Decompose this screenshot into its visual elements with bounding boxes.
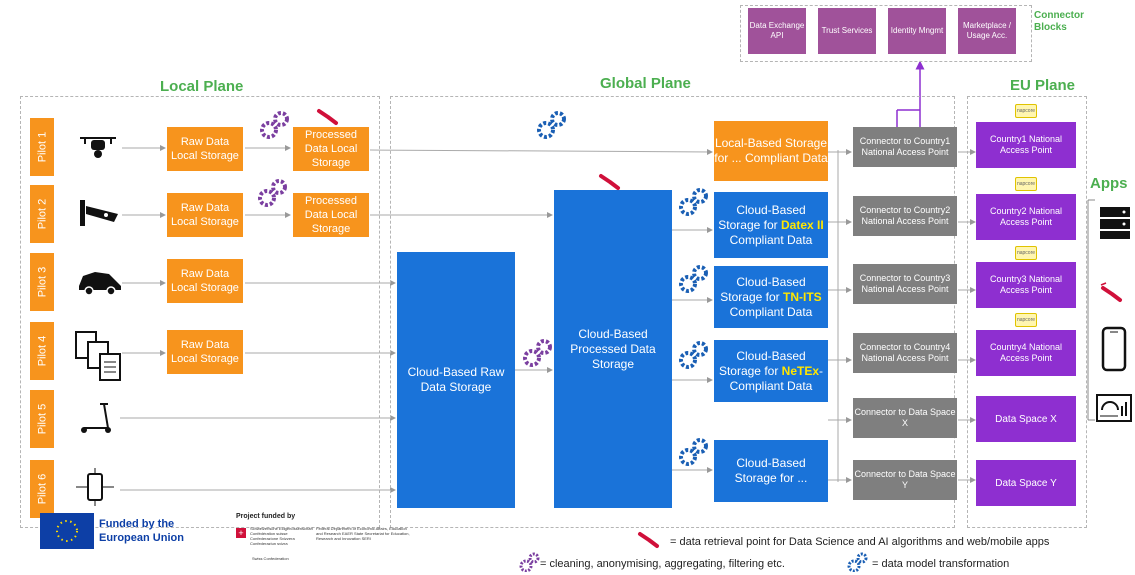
data-retrieval-icon <box>317 109 338 125</box>
connector-block-trust-services: Trust Services <box>818 8 876 54</box>
raw-data-local-storage-2: Raw Data Local Storage <box>167 193 243 237</box>
pilot-3-label: Pilot 3 <box>30 253 54 311</box>
drone-icon <box>80 137 116 158</box>
cloud-raw-data-storage: Cloud-Based Raw Data Storage <box>397 252 515 508</box>
pilot-1-label: Pilot 1 <box>30 118 54 176</box>
napcore-logo-2: napcore <box>1015 177 1037 191</box>
car-icon <box>79 272 121 296</box>
data-space-y: Data Space Y <box>976 460 1076 506</box>
country2-nap: Country2 National Access Point <box>976 194 1076 240</box>
pilot-4-label: Pilot 4 <box>30 322 54 380</box>
transform-gear-icon <box>537 111 566 139</box>
connector-country3: Connector to Country3 National Access Po… <box>853 264 957 304</box>
napcore-logo-4: napcore <box>1015 313 1037 327</box>
connector-blocks-title: Connector Blocks <box>1034 10 1084 33</box>
pilot-2-label: Pilot 2 <box>30 185 54 243</box>
tnits-storage: Cloud-Based Storage for TN-ITS Compliant… <box>714 266 828 328</box>
local-plane-frame <box>20 96 380 528</box>
data-retrieval-icon <box>1100 282 1122 302</box>
pilot-5-label: Pilot 5 <box>30 390 54 448</box>
mobile-phone-icon <box>1101 326 1127 372</box>
pilot-6-label: Pilot 6 <box>30 460 54 518</box>
processed-data-local-storage-1: Processed Data Local Storage <box>293 127 369 171</box>
connector-country1: Connector to Country1 National Access Po… <box>853 127 957 167</box>
project-funded-label: Project funded by <box>236 513 296 520</box>
napcore-logo-3: napcore <box>1015 246 1037 260</box>
transform-gear-icon <box>679 188 708 216</box>
surveillance-camera-icon <box>80 200 118 226</box>
sefri-text: Federal Department of Economic Affairs, … <box>316 526 410 541</box>
connector-block-identity: Identity Mngmt <box>888 8 946 54</box>
connector-block-marketplace: Marketplace / Usage Acc. <box>958 8 1016 54</box>
transform-gear-icon <box>679 438 708 466</box>
swiss-confederation-sub: Swiss Confederation <box>252 556 289 561</box>
cleaning-gear-icon <box>258 179 287 207</box>
legend-retrieval: = data retrieval point for Data Science … <box>670 536 1050 548</box>
netex-storage: Cloud-Based Storage for NeTEx-Compliant … <box>714 340 828 402</box>
generic-cloud-storage: Cloud-Based Storage for ... <box>714 440 828 502</box>
eu-plane-frame <box>967 96 1087 528</box>
processed-data-local-storage-2: Processed Data Local Storage <box>293 193 369 237</box>
transform-gear-icon <box>679 265 708 293</box>
connector-blocks-frame <box>740 5 1032 62</box>
dashboard-icon <box>1096 394 1132 422</box>
transform-gear-icon <box>679 341 708 369</box>
legend-transform: = data model transformation <box>872 558 1010 570</box>
cleaning-gear-icon <box>523 339 552 367</box>
country4-nap: Country4 National Access Point <box>976 330 1076 376</box>
eu-flag-logo <box>40 513 94 549</box>
raw-data-local-storage-1: Raw Data Local Storage <box>167 127 243 171</box>
legend-cleaning: = cleaning, anonymising, aggregating, fi… <box>540 558 785 570</box>
data-space-x: Data Space X <box>976 396 1076 442</box>
documents-icon <box>75 331 121 381</box>
global-plane-title: Global Plane <box>600 75 691 92</box>
eu-funding-text: Funded by the European Union <box>99 518 184 544</box>
apps-title: Apps <box>1090 175 1128 192</box>
connector-block-data-exchange-api: Data Exchange API <box>748 8 806 54</box>
transform-gear-icon <box>847 552 868 572</box>
eu-plane-title: EU Plane <box>1010 77 1076 94</box>
data-retrieval-icon <box>638 532 659 548</box>
napcore-logo-1: napcore <box>1015 104 1037 118</box>
server-icon <box>1100 207 1130 239</box>
local-based-storage: Local-Based Storage for ... Compliant Da… <box>714 121 828 181</box>
cleaning-gear-icon <box>519 552 540 572</box>
country1-nap: Country1 National Access Point <box>976 122 1076 168</box>
smartphone-location-icon <box>76 468 114 506</box>
country3-nap: Country3 National Access Point <box>976 262 1076 308</box>
connector-data-space-y: Connector to Data Space Y <box>853 460 957 500</box>
global-plane-frame <box>390 96 955 528</box>
connector-country4: Connector to Country4 National Access Po… <box>853 333 957 373</box>
connector-data-space-x: Connector to Data Space X <box>853 398 957 438</box>
raw-data-local-storage-3: Raw Data Local Storage <box>167 259 243 303</box>
swiss-cross-icon: + <box>236 528 246 538</box>
swiss-confederation-text: Schweizerische Eidgenossenschaft Confédé… <box>250 526 313 546</box>
cleaning-gear-icon <box>260 111 289 139</box>
raw-data-local-storage-4: Raw Data Local Storage <box>167 330 243 374</box>
cloud-processed-data-storage: Cloud-Based Processed Data Storage <box>554 190 672 508</box>
data-retrieval-icon <box>599 174 620 190</box>
scooter-icon <box>81 403 111 433</box>
datex-storage: Cloud-Based Storage for Datex II Complia… <box>714 192 828 258</box>
local-plane-title: Local Plane <box>160 78 244 95</box>
connector-country2: Connector to Country2 National Access Po… <box>853 196 957 236</box>
